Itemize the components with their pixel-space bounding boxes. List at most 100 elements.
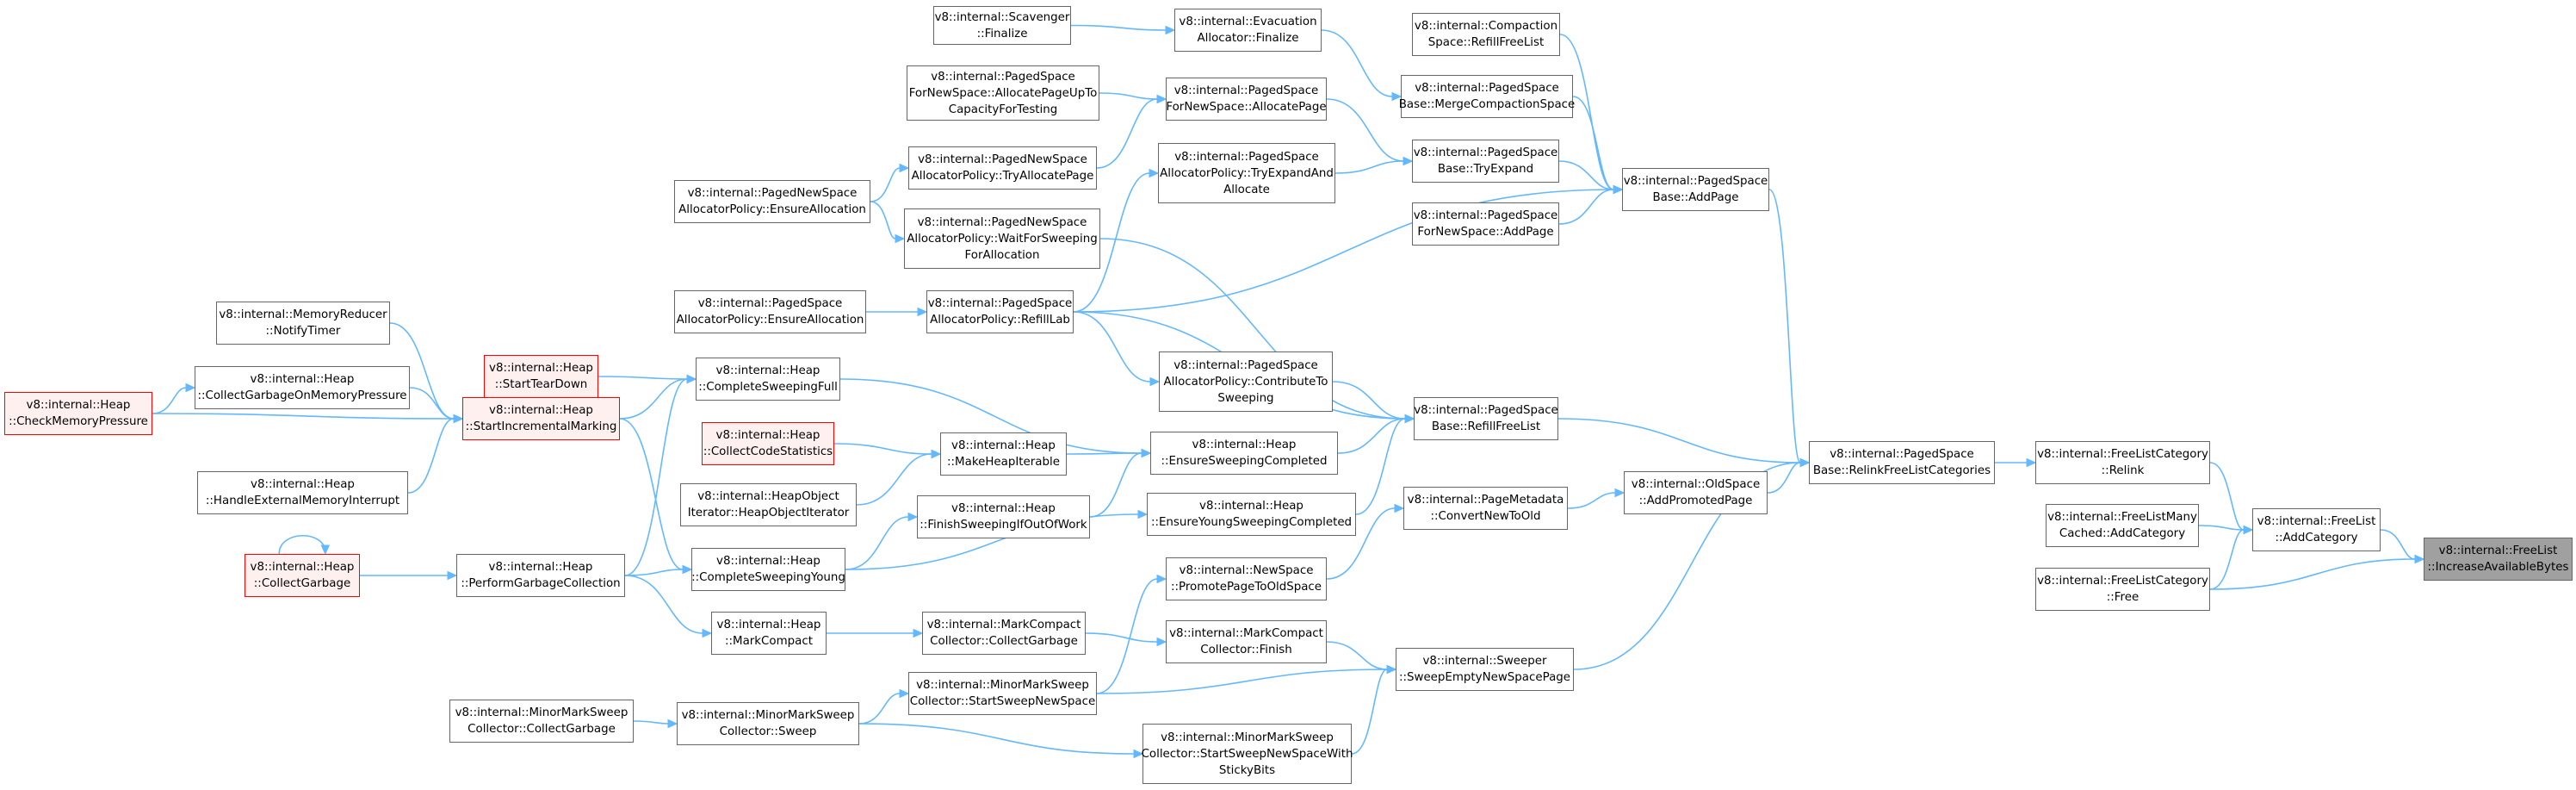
edge-start-sweep-new-space-to-promote-page-to-old-space [1096,578,1158,694]
edge-flmc-addcategory-to-freelist-addcategory [2198,525,2245,531]
node-ensure-young-sweeping-completed[interactable]: v8::internal::Heap::EnsureYoungSweepingC… [1147,493,1356,536]
node-label-line: v8::internal::FreeListMany [2047,511,2197,524]
node-ensure-sweeping-completed[interactable]: v8::internal::Heap::EnsureSweepingComple… [1150,432,1338,475]
node-label-line: v8::internal::Compaction [1414,20,1558,33]
node-complete-sweeping-young[interactable]: v8::internal::Heap::CompleteSweepingYoun… [691,548,845,591]
edge-arrowhead [1133,749,1144,759]
edge-start-sweep-new-space-to-sweep-empty-new-space-page [1096,669,1388,694]
node-label-line: v8::internal::PagedSpace [1173,84,1319,97]
node-label-line: Sweeping [1217,391,1274,405]
node-label-line: ::MakeHeapIterable [947,456,1060,469]
node-collect-code-statistics[interactable]: v8::internal::Heap::CollectCodeStatistic… [702,422,834,465]
edge-addpage-to-relink-free-list-categories [1768,189,1801,463]
node-flc-free[interactable]: v8::internal::FreeListCategory::Free [2035,568,2210,611]
node-add-promoted-page[interactable]: v8::internal::OldSpace::AddPromotedPage [1624,471,1768,514]
node-make-heap-iterable[interactable]: v8::internal::Heap::MakeHeapIterable [940,432,1067,476]
node-promote-page-to-old-space[interactable]: v8::internal::NewSpace::PromotePageToOld… [1166,557,1327,600]
node-label-line: AllocatorPolicy::EnsureAllocation [678,203,866,216]
node-label-line: ::HandleExternalMemoryInterrupt [205,495,400,507]
edge-add-promoted-page-to-relink-free-list-categories [1767,462,1801,494]
node-complete-sweeping-full[interactable]: v8::internal::Heap::CompleteSweepingFull [696,358,840,401]
edge-ps-contribute-to-sweeping-to-refill-free-list [1332,381,1406,420]
node-label-line: ::CollectCodeStatistics [703,445,833,458]
node-handle-external-memory-interrupt[interactable]: v8::internal::Heap::HandleExternalMemory… [197,471,408,514]
node-scavenger-finalize[interactable]: v8::internal::Scavenger::Finalize [933,6,1071,45]
node-label-line: v8::internal::PagedSpace [1623,175,1768,188]
node-start-tear-down[interactable]: v8::internal::Heap::StartTearDown [484,355,598,398]
node-label-line: v8::internal::FreeListCategory [2037,448,2208,461]
node-label-line: v8::internal::PagedSpace [697,297,843,310]
edge-arrowhead [667,718,678,729]
node-label-line: StickyBits [1218,763,1276,777]
node-check-memory-pressure[interactable]: v8::internal::Heap::CheckMemoryPressure [4,392,152,435]
edge-arrowhead [1391,91,1403,102]
edge-check-memory-pressure-to-collect-garbage-on-memory-pressure [152,387,187,414]
node-memory-reducer-notify-timer[interactable]: v8::internal::MemoryReducer::NotifyTimer [216,302,390,345]
edge-convert-new-to-old-to-add-promoted-page [1567,492,1616,509]
edge-refill-lab-to-ps-contribute-to-sweeping [1073,311,1151,383]
node-collect-garbage-on-memory-pressure[interactable]: v8::internal::Heap::CollectGarbageOnMemo… [195,366,410,409]
edge-arrowhead [1394,503,1405,513]
node-convert-new-to-old[interactable]: v8::internal::PageMetadata::ConvertNewTo… [1403,487,1568,530]
node-label-line: v8::internal::NewSpace [1179,564,1314,577]
edge-arrowhead [682,564,693,575]
edge-complete-sweeping-full-to-ensure-sweeping-completed [839,378,1142,454]
node-start-incremental-marking[interactable]: v8::internal::Heap::StartIncrementalMark… [462,397,620,440]
node-label-line: v8::internal::Heap [715,364,820,377]
node-increase-available-bytes[interactable]: v8::internal::FreeList::IncreaseAvailabl… [2424,538,2573,581]
edge-arrowhead [1403,156,1414,166]
edge-try-expand-to-addpage [1558,160,1614,190]
edge-arrowhead [907,512,919,522]
node-sweep-empty-new-space-page[interactable]: v8::internal::Sweeper::SweepEmptyNewSpac… [1396,648,1574,691]
edge-arrowhead [1613,184,1624,195]
node-freelist-addcategory[interactable]: v8::internal::FreeList::AddCategory [2252,508,2381,551]
edge-start-incremental-marking-to-complete-sweeping-full [619,378,688,420]
node-flc-relink[interactable]: v8::internal::FreeListCategory::Relink [2035,441,2210,484]
node-label-line: AllocatorPolicy::TryExpandAnd [1160,166,1334,180]
node-label-line: ::FinishSweepingIfOutOfWork [920,519,1087,532]
node-perform-garbage-collection[interactable]: v8::internal::Heap::PerformGarbageCollec… [456,554,625,597]
edge-arrowhead [899,163,910,173]
node-label-line: v8::internal::FreeList [2257,515,2376,528]
node-label-line: AllocatorPolicy::EnsureAllocation [676,314,864,327]
edge-scavenger-finalize-to-evacuation-finalize [1070,24,1167,31]
node-label-line: ::CheckMemoryPressure [9,415,148,428]
node-label-line: Iterator::HeapObjectIterator [687,507,850,519]
node-label-line: ForAllocation [964,248,1040,262]
node-collect-garbage[interactable]: v8::internal::Heap::CollectGarbage [245,554,360,597]
edge-check-memory-pressure-to-start-incremental-marking [152,413,455,420]
edge-refill-free-list-to-relink-free-list-categories [1557,418,1801,463]
node-label-line: v8::internal::Heap [251,478,355,491]
edge-ps-try-expand-and-allocate-to-try-expand [1334,160,1404,174]
node-finish-sweeping-if-out-of-work[interactable]: v8::internal::Heap::FinishSweepingIfOutO… [917,495,1090,538]
edge-allocate-page-up-to-to-fornewspace-allocatepage [1099,92,1158,100]
edge-arrowhead [185,383,196,393]
node-heap-mark-compact[interactable]: v8::internal::Heap::MarkCompact [711,612,827,655]
node-label-line: Collector::StartSweepNewSpace [909,695,1096,708]
